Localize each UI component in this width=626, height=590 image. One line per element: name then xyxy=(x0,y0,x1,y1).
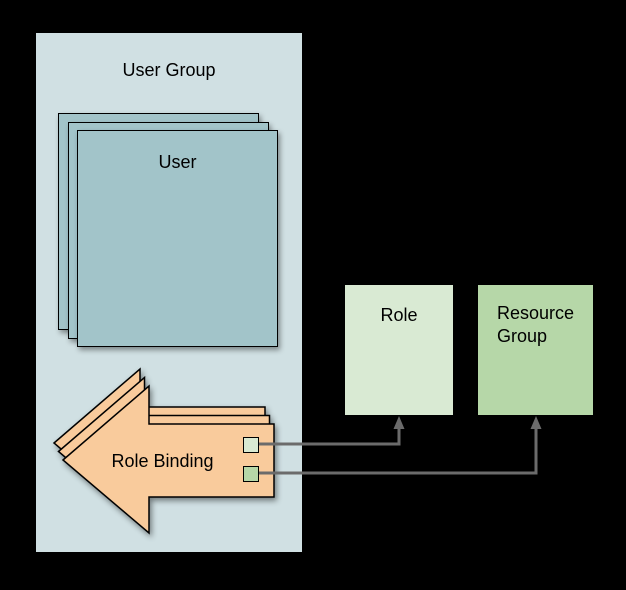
connector-role-arrowhead-icon xyxy=(393,416,405,429)
resource-group-box: Resource Group xyxy=(478,285,593,415)
connector-resource-group-arrowhead-icon xyxy=(530,416,542,429)
resource-group-label: Resource Group xyxy=(497,303,575,346)
role-label: Role xyxy=(380,305,418,325)
role-binding-resource-group-port xyxy=(243,466,259,482)
user-card-front xyxy=(77,130,278,347)
role-binding-label: Role Binding xyxy=(111,451,214,471)
user-group-label: User Group xyxy=(122,60,216,80)
role-binding-arrow xyxy=(52,367,275,535)
role-binding-role-port xyxy=(243,437,259,453)
user-label: User xyxy=(158,152,197,172)
role-box: Role xyxy=(345,285,453,415)
